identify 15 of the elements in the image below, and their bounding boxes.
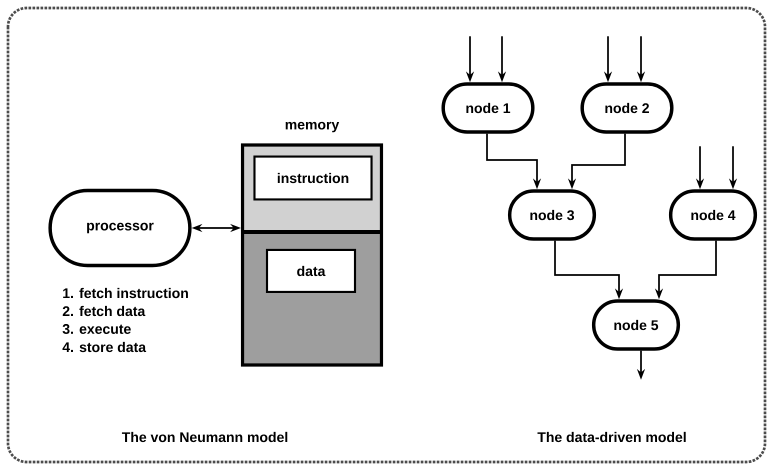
process-node: node 4: [668, 189, 758, 241]
step-text: 3. execute: [62, 324, 131, 334]
memory-cell: instruction: [253, 155, 373, 201]
memory-cell: data: [266, 248, 356, 294]
step-text: 1. fetch instruction: [63, 288, 188, 298]
memory-heading: memory: [286, 122, 340, 132]
process-node: node 5: [592, 299, 680, 351]
process-node: processor: [48, 188, 192, 268]
process-node: node 1: [441, 82, 535, 134]
step-text: 4. store data: [62, 342, 146, 352]
caption-text: The von Neumann model: [122, 432, 288, 442]
step-text: 2. fetch data: [62, 306, 146, 316]
process-node: node 3: [508, 189, 596, 241]
caption-text: The data-driven model: [538, 432, 686, 442]
process-node: node 2: [580, 82, 674, 134]
